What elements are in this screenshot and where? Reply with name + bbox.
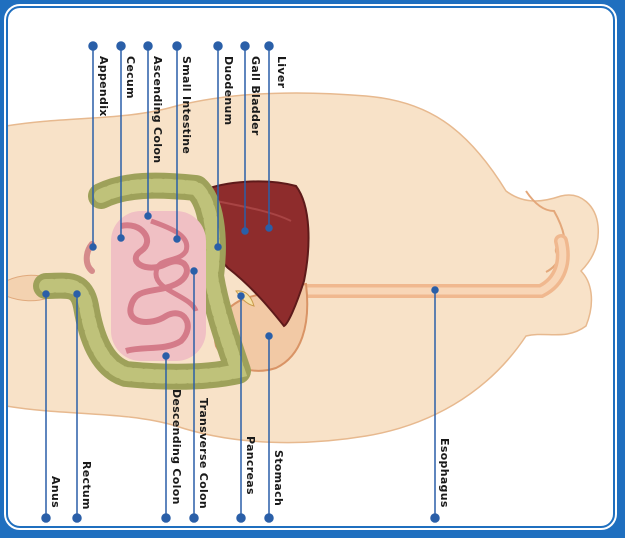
label-small-intestine: Small Intestine — [180, 56, 193, 154]
label-rectum: Rectum — [80, 461, 93, 510]
label-ascending-colon: Ascending Colon — [151, 56, 164, 163]
label-appendix: Appendix — [97, 56, 110, 117]
label-pancreas: Pancreas — [244, 436, 257, 495]
label-anus: Anus — [49, 476, 62, 508]
label-cecum: Cecum — [124, 56, 137, 99]
label-duodenum: Duodenum — [222, 56, 235, 125]
label-gall-bladder: Gall Bladder — [249, 56, 262, 136]
label-esophagus: Esophagus — [438, 438, 451, 508]
label-stomach: Stomach — [272, 450, 285, 506]
label-transverse-colon: Transverse Colon — [197, 398, 210, 509]
label-descending-colon: Descending Colon — [170, 389, 183, 505]
diagram-frame: Liver Gall Bladder Duodenum Small Intest… — [4, 4, 617, 530]
label-liver: Liver — [275, 56, 288, 88]
